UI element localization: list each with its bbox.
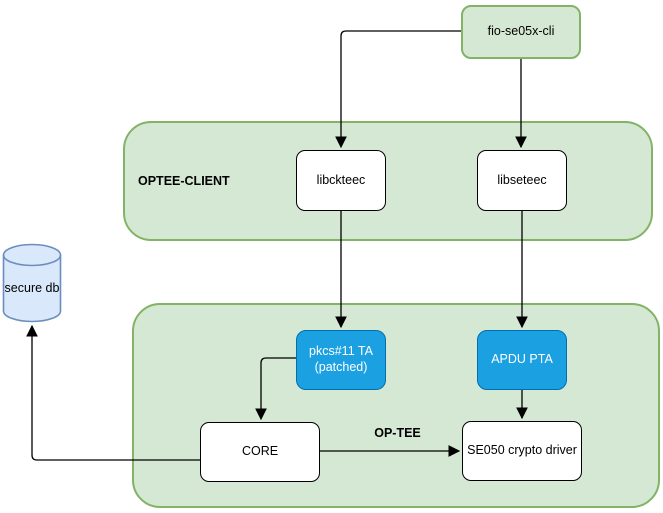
pkcs11-ta-line1: pkcs#11 TA	[309, 344, 373, 359]
optee-client-title: OPTEE-CLIENT	[138, 174, 230, 188]
node-apdu-pta-label: APDU PTA	[491, 352, 553, 367]
node-se050-crypto-driver-label: SE050 crypto driver	[467, 443, 577, 458]
node-libseteec: libseteec	[477, 150, 567, 211]
node-se050-crypto-driver: SE050 crypto driver	[462, 421, 582, 481]
node-libckteec: libckteec	[296, 150, 386, 211]
node-pkcs11-ta-label: pkcs#11 TA (patched)	[309, 344, 373, 375]
node-fio-se05x-cli: fio-se05x-cli	[461, 5, 581, 59]
node-libseteec-label: libseteec	[497, 172, 547, 187]
pkcs11-ta-line2: (patched)	[314, 360, 368, 374]
node-secure-db: secure db	[2, 243, 62, 323]
op-tee-label: OP-TEE	[374, 426, 421, 440]
node-core: CORE	[200, 422, 320, 482]
node-libckteec-label: libckteec	[316, 172, 366, 187]
node-core-label: CORE	[241, 444, 279, 459]
node-apdu-pta: APDU PTA	[477, 330, 567, 390]
node-pkcs11-ta: pkcs#11 TA (patched)	[296, 330, 386, 390]
node-secure-db-label: secure db	[4, 281, 60, 295]
database-cylinder-icon	[2, 243, 62, 323]
node-fio-se05x-cli-label: fio-se05x-cli	[487, 24, 555, 39]
